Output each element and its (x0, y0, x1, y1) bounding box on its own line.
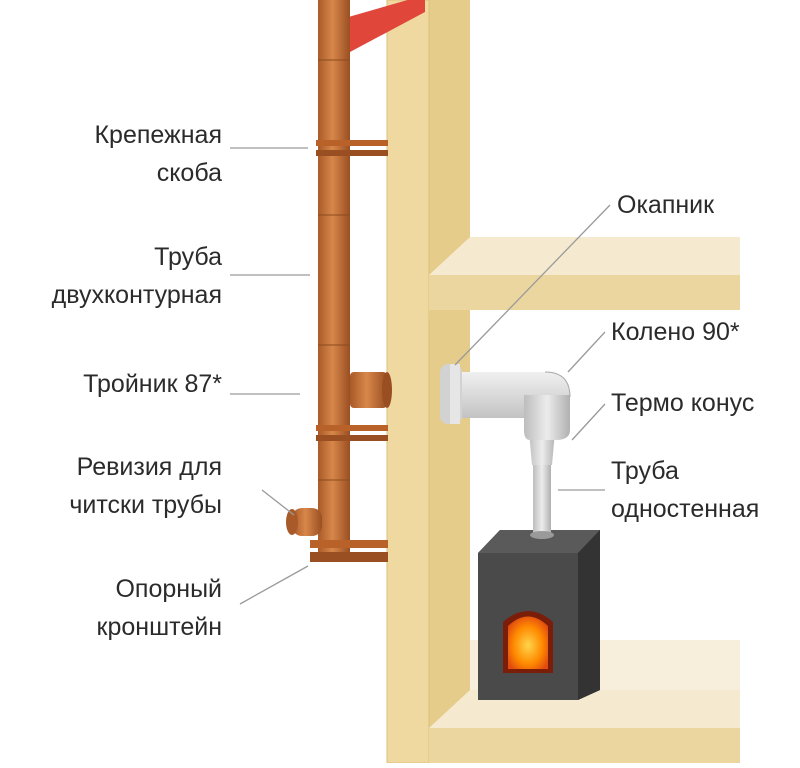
label-revision-line1: Ревизия для (76, 453, 222, 481)
leader-revision (261, 489, 295, 516)
support-bracket (310, 540, 388, 562)
drip-cap (440, 364, 462, 424)
label-revision-line2: читски трубы (69, 491, 222, 519)
label-single-pipe: Труба одностенная (611, 452, 759, 528)
fastening-bracket-top (316, 140, 388, 156)
label-fastening-bracket-line1: Крепежная (94, 121, 222, 149)
revision-cap (286, 508, 322, 536)
label-double-pipe: Труба двухконтурная (52, 238, 222, 314)
tee-87 (350, 372, 392, 408)
label-tee-line1: Тройник 87* (83, 370, 222, 398)
leader-lines (230, 147, 611, 605)
label-elbow-line1: Колено 90* (611, 318, 740, 346)
upper-floor (429, 237, 740, 320)
label-support-bracket: Опорный кронштейн (97, 570, 222, 646)
label-drip-cap: Окапник (617, 186, 714, 224)
label-fastening-bracket-line2: скоба (156, 159, 222, 187)
label-thermo-cone: Термо конус (611, 384, 754, 422)
leader-thermo-cone (571, 403, 606, 441)
label-single-pipe-line2: одностенная (611, 495, 760, 523)
label-support-bracket-line1: Опорный (115, 575, 222, 603)
label-fastening-bracket: Крепежная скоба (94, 116, 222, 192)
outer-chimney (286, 0, 392, 562)
label-tee: Тройник 87* (83, 365, 222, 403)
label-double-pipe-line1: Труба (154, 243, 222, 271)
stove (478, 530, 600, 700)
label-support-bracket-line2: кронштейн (96, 613, 222, 641)
elbow-90 (458, 371, 571, 440)
leader-drip-cap (454, 204, 611, 366)
label-revision: Ревизия для читски трубы (69, 448, 222, 524)
leader-elbow (567, 331, 606, 373)
label-drip-cap-line1: Окапник (617, 191, 715, 219)
roof-edge (345, 0, 425, 52)
label-thermo-cone-line1: Термо конус (611, 389, 755, 417)
leader-support (239, 565, 309, 605)
label-single-pipe-line1: Труба (611, 457, 679, 485)
label-double-pipe-line2: двухконтурная (51, 281, 222, 309)
fastening-bracket-mid (316, 425, 388, 441)
label-elbow: Колено 90* (611, 313, 740, 351)
